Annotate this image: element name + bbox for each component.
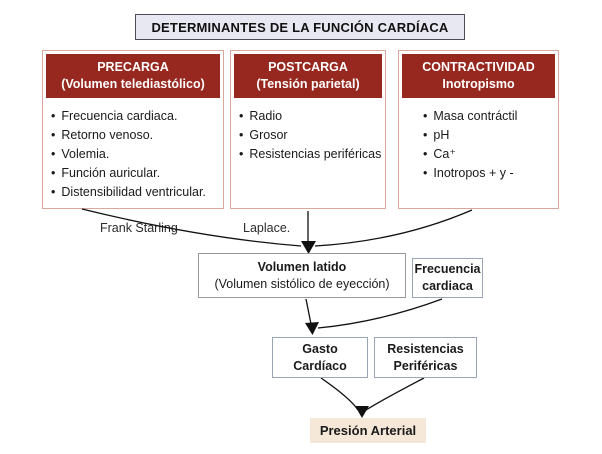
box-frecuencia-cardiaca: Frecuencia cardiaca	[412, 258, 483, 298]
list-item: Resistencias periféricas	[239, 145, 383, 164]
list-item-text: Ca⁺	[433, 146, 456, 161]
list-item-text: Resistencias periféricas	[249, 146, 382, 161]
list-item-text: Inotropos + y -	[433, 165, 514, 180]
frecuencia-cardiaca-line1: Frecuencia	[414, 262, 481, 277]
column-precarga-list: Frecuencia cardiaca. Retorno venoso. Vol…	[43, 101, 223, 202]
arrow-contractividad-to-volumen-latido	[314, 209, 473, 247]
arrowhead-presion	[355, 406, 369, 418]
presion-arterial-label: Presión Arterial	[319, 422, 417, 438]
list-item-text: Grosor	[249, 127, 288, 142]
list-item: Frecuencia cardiaca.	[51, 107, 221, 126]
arrowhead-gasto	[305, 322, 319, 335]
resistencias-perifericas-line2: Periféricas	[393, 358, 458, 373]
box-volumen-latido: Volumen latido (Volumen sistólico de eye…	[198, 253, 406, 298]
arrow-frecuencia-to-gasto	[317, 298, 443, 329]
column-precarga-header-line2: (Volumen telediastólico)	[61, 76, 205, 91]
column-contractividad-header-line2: Inotropismo	[442, 76, 515, 91]
list-item: Grosor	[239, 126, 383, 145]
column-precarga: PRECARGA (Volumen telediastólico) Frecue…	[42, 50, 224, 209]
list-item: Retorno venoso.	[51, 126, 221, 145]
gasto-cardiaco-line2: Cardíaco	[293, 358, 347, 373]
list-item-text: Retorno venoso.	[61, 127, 154, 142]
diagram-title: DETERMINANTES DE LA FUNCIÓN CARDÍACA	[135, 14, 465, 40]
list-item-text: Volemia.	[61, 146, 110, 161]
column-postcarga-list: Radio Grosor Resistencias periféricas	[231, 101, 385, 164]
arrow-gasto-to-presion	[320, 377, 359, 411]
column-postcarga-header: POSTCARGA (Tensión parietal)	[234, 54, 382, 98]
gasto-cardiaco-line1: Gasto	[302, 341, 338, 356]
list-item: Inotropos + y -	[423, 164, 556, 183]
list-item: Masa contráctil	[423, 107, 556, 126]
box-presion-arterial: Presión Arterial	[310, 418, 426, 443]
list-item: Volemia.	[51, 145, 221, 164]
column-contractividad-header-line1: CONTRACTIVIDAD	[422, 60, 535, 74]
diagram-title-text: DETERMINANTES DE LA FUNCIÓN CARDÍACA	[151, 19, 449, 35]
list-item: Distensibilidad ventricular.	[51, 183, 221, 202]
column-contractividad-header: CONTRACTIVIDAD Inotropismo	[402, 54, 555, 98]
column-postcarga: POSTCARGA (Tensión parietal) Radio Groso…	[230, 50, 386, 209]
resistencias-perifericas-line1: Resistencias	[387, 341, 464, 356]
label-frank-starling: Frank Starling	[100, 221, 178, 235]
list-item-text: pH	[433, 127, 450, 142]
list-item-text: Distensibilidad ventricular.	[61, 184, 206, 199]
list-item-text: Frecuencia cardiaca.	[61, 108, 178, 123]
column-postcarga-header-line2: (Tensión parietal)	[256, 76, 360, 91]
label-laplace: Laplace.	[243, 221, 291, 235]
column-postcarga-header-line1: POSTCARGA	[268, 60, 348, 74]
list-item-text: Función auricular.	[61, 165, 161, 180]
column-precarga-header: PRECARGA (Volumen telediastólico)	[46, 54, 220, 98]
volumen-latido-title: Volumen latido	[257, 259, 347, 274]
box-resistencias-perifericas: Resistencias Periféricas	[374, 337, 477, 378]
arrow-resistencias-to-presion	[365, 377, 425, 411]
box-gasto-cardiaco: Gasto Cardíaco	[272, 337, 368, 378]
list-item-text: Masa contráctil	[433, 108, 518, 123]
list-item: Ca⁺	[423, 145, 556, 164]
list-item-text: Radio	[249, 108, 283, 123]
list-item: Radio	[239, 107, 383, 126]
list-item: Función auricular.	[51, 164, 221, 183]
list-item: pH	[423, 126, 556, 145]
volumen-latido-subtitle: (Volumen sistólico de eyección)	[214, 276, 390, 291]
column-precarga-header-line1: PRECARGA	[97, 60, 169, 74]
frecuencia-cardiaca-line2: cardiaca	[422, 279, 473, 293]
column-contractividad: CONTRACTIVIDAD Inotropismo Masa contráct…	[398, 50, 559, 209]
column-contractividad-list: Masa contráctil pH Ca⁺ Inotropos + y -	[399, 101, 558, 183]
arrow-volumen-latido-to-gasto	[305, 298, 312, 325]
